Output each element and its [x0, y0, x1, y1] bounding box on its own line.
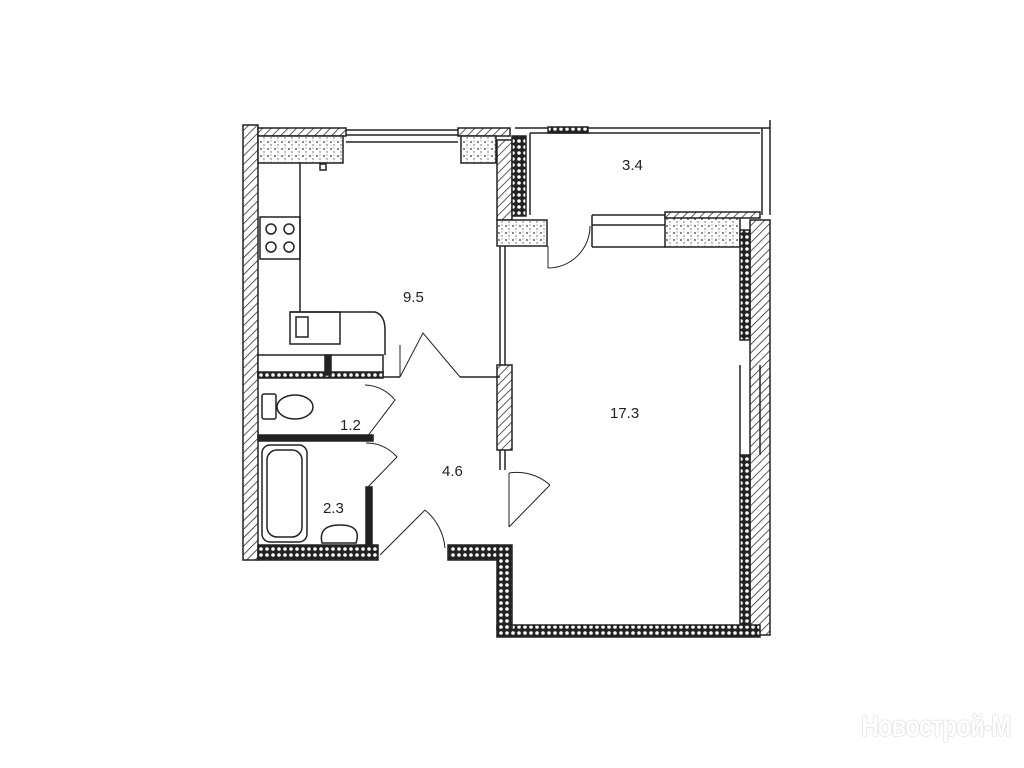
room-area-balcony: 3.4	[622, 157, 643, 174]
wall-top-kitchen	[257, 127, 347, 137]
watermark: Новострой-М	[860, 710, 1011, 743]
sink-icon	[320, 524, 358, 544]
room-area-hallway: 4.6	[442, 463, 463, 480]
stove-icon	[259, 216, 301, 260]
bathtub-icon	[261, 444, 308, 543]
room-area-toilet: 1.2	[340, 417, 361, 434]
room-area-kitchen: 9.5	[403, 289, 424, 306]
balcony	[515, 120, 771, 215]
room-area-living-room: 17.3	[610, 405, 639, 422]
room-area-bathroom: 2.3	[323, 500, 344, 517]
kitchen-counter	[259, 163, 386, 355]
toilet-icon	[261, 393, 314, 420]
kitchen-window	[319, 129, 458, 171]
wall-left	[242, 124, 259, 561]
